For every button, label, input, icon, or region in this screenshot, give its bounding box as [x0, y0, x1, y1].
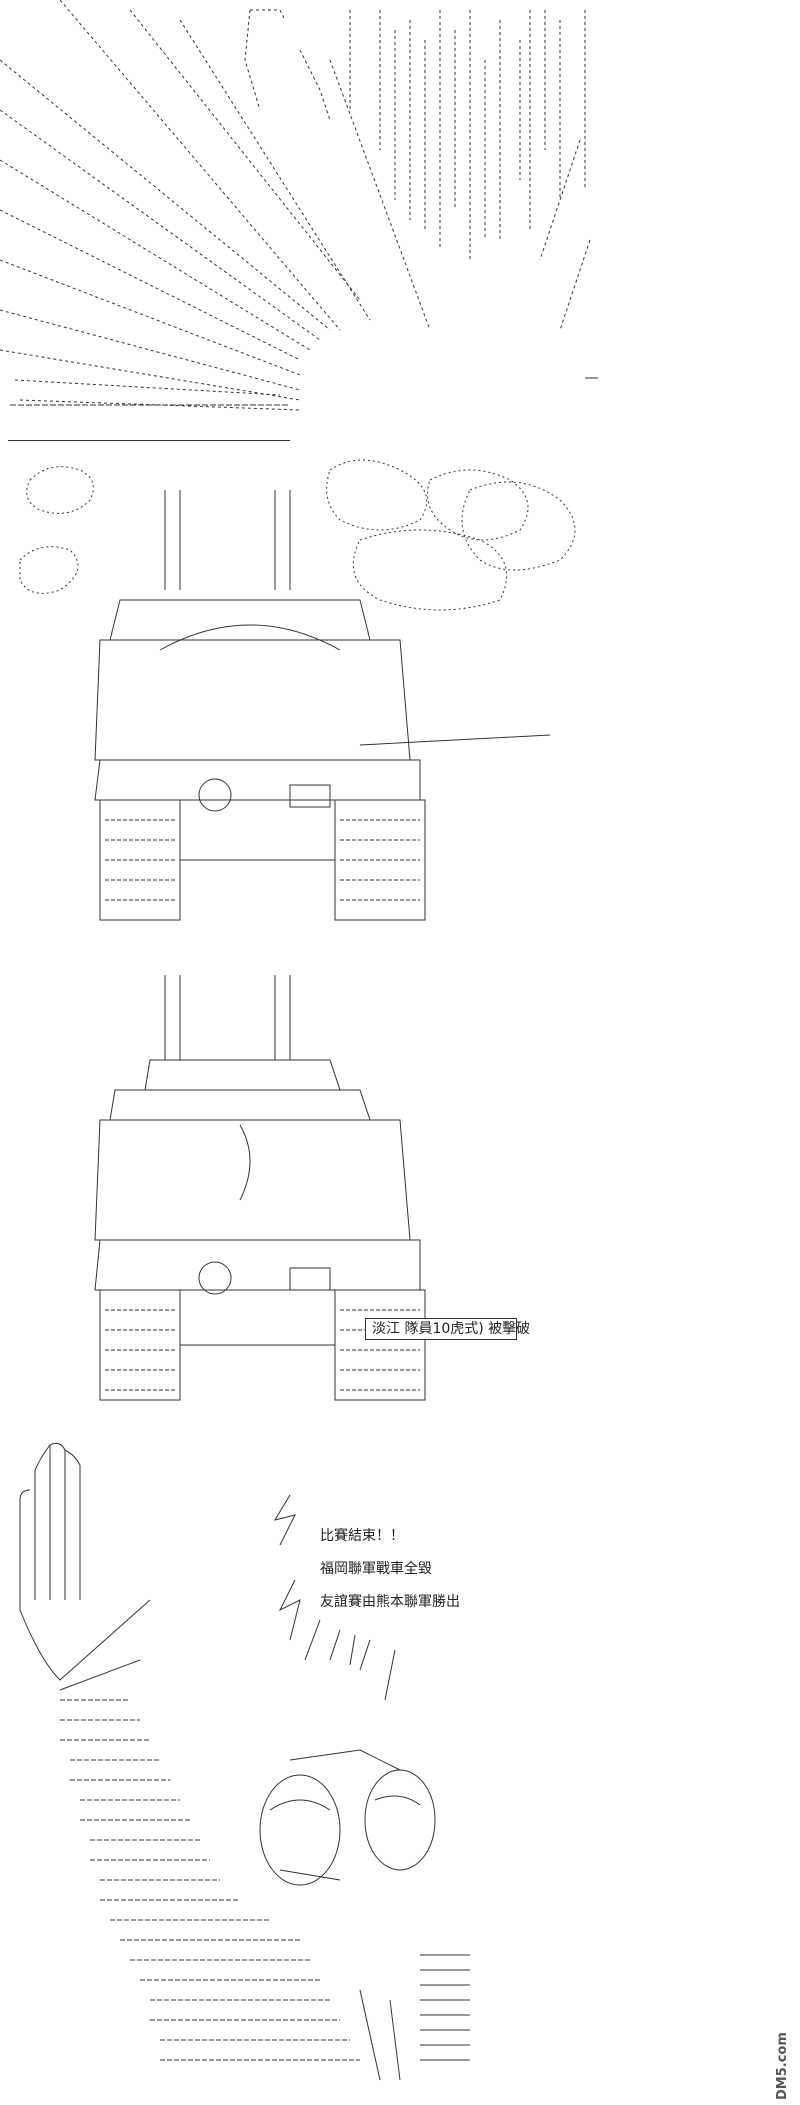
watermark-text: DM5.com — [775, 2032, 790, 2100]
dust-clouds — [19, 459, 576, 611]
helmet-outline — [244, 9, 331, 121]
match-result-dialog: 比賽結束！！ 福岡聯軍戰車全毀 友誼賽由熊本聯軍勝出 — [320, 1520, 460, 1619]
character-face — [259, 1749, 470, 2081]
ending-drawing — [19, 1442, 470, 2081]
dialog-line-kumamoto-wins: 友誼賽由熊本聯軍勝出 — [320, 1594, 460, 1610]
panel-divider — [8, 440, 290, 441]
tank-with-dust-drawing — [19, 459, 576, 921]
raised-hand — [19, 1442, 151, 1691]
site-watermark-logo: DM5.com — [775, 2032, 790, 2100]
vertical-burst-lines — [329, 10, 591, 331]
destroyed-caption: 淡江 隊員10虎式) 被擊破 — [365, 1318, 530, 1340]
ground-lines — [10, 377, 598, 406]
sleeve — [60, 1699, 360, 2061]
tank-tracks-1 — [105, 819, 420, 901]
dialog-line-fukuoka-destroyed: 福岡聯軍戰車全毀 — [320, 1561, 432, 1577]
dialog-line-match-over: 比賽結束！！ — [320, 1528, 404, 1544]
tank-caption-drawing — [94, 975, 426, 1401]
tank-body-2 — [94, 975, 426, 1401]
speed-lines — [0, 0, 371, 411]
lightning-strokes — [273, 1494, 396, 1701]
tank-body-1 — [94, 490, 551, 921]
